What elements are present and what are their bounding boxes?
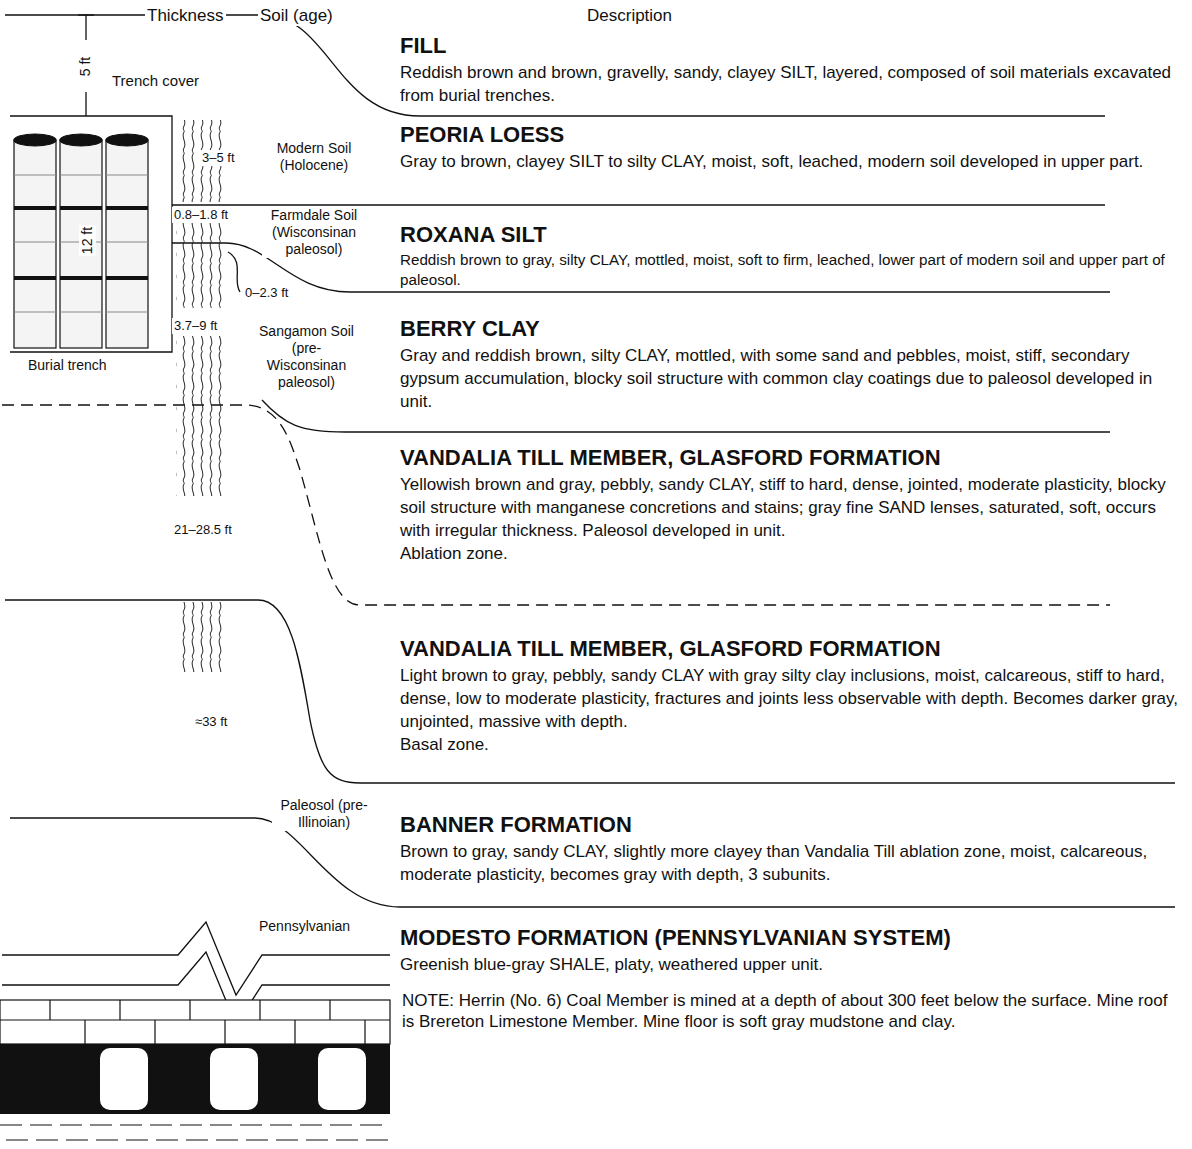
unit-name: BANNER FORMATION [400,812,1180,838]
column-label: Thickness [145,5,226,26]
stratum-band: FILLReddish brown and brown, gravelly, s… [400,33,1180,107]
unit-name: FILL [400,33,1180,59]
unit-description: Light brown to gray, pebbly, sandy CLAY … [400,664,1180,733]
unit-description: Reddish brown to gray, silty CLAY, mottl… [400,250,1180,290]
stratum-band: BERRY CLAYGray and reddish brown, silty … [400,316,1180,413]
unit-description: Greenish blue-gray SHALE, platy, weather… [400,953,1180,976]
unit-description: Gray and reddish brown, silty CLAY, mott… [400,344,1180,413]
unit-description: Brown to gray, sandy CLAY, slightly more… [400,840,1180,886]
column-label: Burial trench [26,357,109,374]
column-label: Modern Soil (Holocene) [262,140,366,174]
column-label: Pennsylvanian [257,918,352,935]
column-label: Soil (age) [258,5,335,26]
stratum-band: VANDALIA TILL MEMBER, GLASFORD FORMATION… [400,636,1180,756]
note-text: NOTE: Herrin (No. 6) Coal Member is mine… [400,990,1184,1032]
stratum-band: VANDALIA TILL MEMBER, GLASFORD FORMATION… [400,445,1180,565]
dimension-label: 12 ft [80,224,97,255]
column-label: Trench cover [110,72,201,90]
unit-name: MODESTO FORMATION (PENNSYLVANIAN SYSTEM) [400,925,1180,951]
unit-description: Yellowish brown and gray, pebbly, sandy … [400,473,1180,542]
stratum-band: BANNER FORMATIONBrown to gray, sandy CLA… [400,812,1180,886]
unit-name: VANDALIA TILL MEMBER, GLASFORD FORMATION [400,445,1180,471]
column-label: 0–2.3 ft [243,285,290,301]
column-label: 3–5 ft [200,150,237,166]
unit-name: BERRY CLAY [400,316,1180,342]
column-label: Farmdale Soil (Wisconsinan paleosol) [262,207,366,258]
unit-description: Gray to brown, clayey SILT to silty CLAY… [400,150,1180,173]
column-label: 21–28.5 ft [172,522,234,538]
unit-description: Ablation zone. [400,542,1180,565]
stratum-band: MODESTO FORMATION (PENNSYLVANIAN SYSTEM)… [400,925,1180,976]
column-label: Description [585,5,674,26]
unit-name: PEORIA LOESS [400,122,1180,148]
unit-name: VANDALIA TILL MEMBER, GLASFORD FORMATION [400,636,1180,662]
unit-description: Reddish brown and brown, gravelly, sandy… [400,61,1180,107]
column-label: ≈33 ft [193,714,229,730]
stratum-band: PEORIA LOESSGray to brown, clayey SILT t… [400,122,1180,173]
column-label: Sangamon Soil (pre-Wisconsinan paleosol) [252,323,361,391]
dimension-label: 5 ft [78,54,95,77]
column-label: Paleosol (pre-Illinoian) [272,797,376,831]
unit-description: Basal zone. [400,733,1180,756]
stratum-band: ROXANA SILTReddish brown to gray, silty … [400,222,1180,290]
unit-name: ROXANA SILT [400,222,1180,248]
column-label: 0.8–1.8 ft [172,207,230,223]
column-label: 3.7–9 ft [172,318,219,334]
